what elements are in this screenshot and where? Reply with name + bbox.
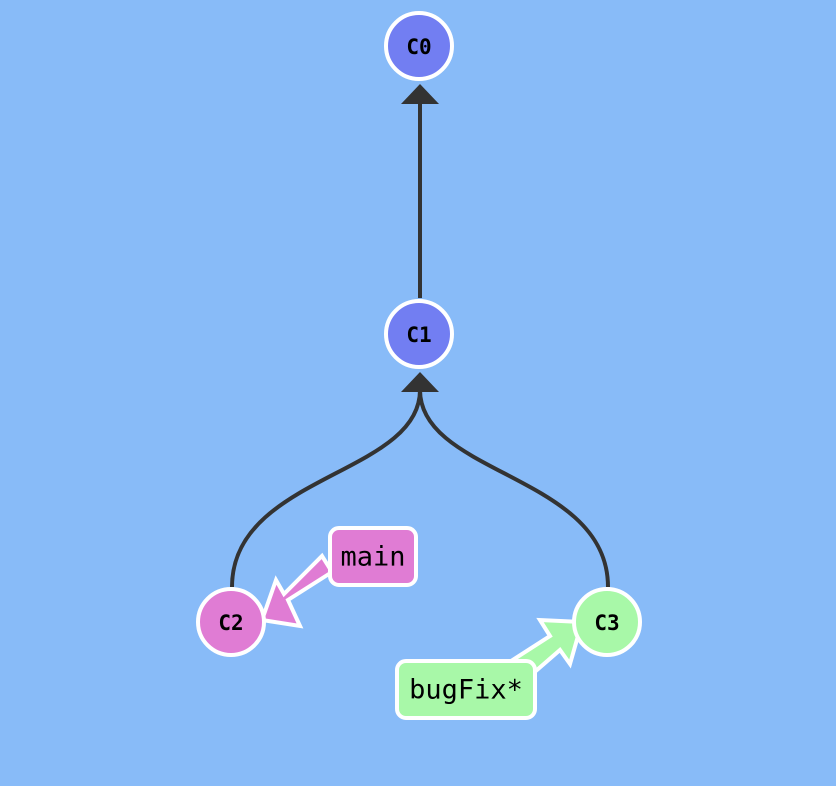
arrowheads [401,84,439,392]
arrowhead-c0 [401,84,439,104]
edge-c3-c1 [418,389,610,588]
branch-pointers [259,552,585,679]
edge-c2-c1 [230,389,422,588]
commit-c1-label: C1 [406,323,431,347]
commit-c1-node[interactable] [384,299,454,369]
commit-c3-label: C3 [594,611,619,635]
edges [230,100,610,588]
commits [196,11,642,657]
branch-tag-bugfix[interactable]: bugFix* [395,659,537,720]
commit-c2-node[interactable] [196,587,266,657]
commit-c0-label: C0 [406,35,431,59]
branch-tag-main-label: main [340,542,405,573]
branch-tag-main[interactable]: main [328,526,418,587]
branch-tag-main-box[interactable] [328,526,418,587]
commit-c2-label: C2 [218,611,243,635]
commit-c3-node[interactable] [572,587,642,657]
arrowhead-c1 [401,372,439,392]
branch-tag-bugfix-label: bugFix* [409,675,523,706]
commit-c0-node[interactable] [384,11,454,81]
commit-labels: C0 C1 C2 C3 [218,35,619,635]
main-pointer-arrow [259,552,335,629]
branch-tag-bugfix-box[interactable] [395,659,537,720]
